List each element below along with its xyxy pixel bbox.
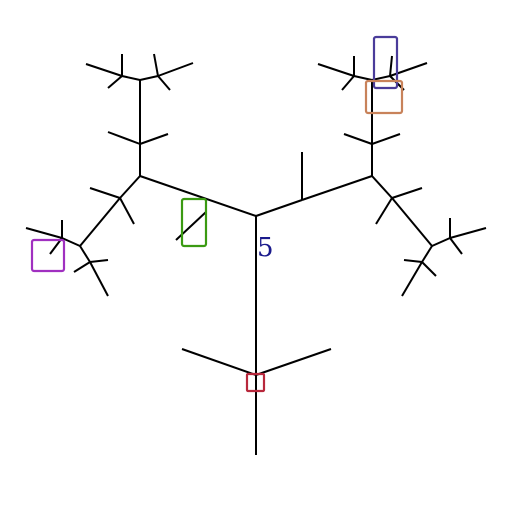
bond-line (421, 245, 433, 263)
bond-line (89, 259, 109, 263)
bond-line (107, 75, 123, 89)
highlight-boxes (30, 35, 404, 393)
bond-line (371, 133, 401, 145)
bond-line (61, 237, 81, 247)
bond-line (449, 237, 463, 255)
bond-line (181, 348, 257, 376)
atom-number-label: 5 (257, 233, 274, 263)
bond-line (255, 348, 332, 376)
bond-line (421, 261, 437, 277)
bond-line (85, 63, 123, 77)
highlight-box-purple (30, 238, 66, 273)
bond-line (301, 175, 373, 201)
bond-line (449, 227, 487, 239)
bond-line (157, 62, 194, 77)
bond-line (153, 53, 159, 77)
bond-line (79, 245, 91, 263)
bond-line (139, 133, 169, 145)
highlight-box-indigo (372, 35, 399, 90)
bond-line (371, 175, 393, 199)
bond-line (375, 197, 393, 225)
bond-line (391, 187, 423, 199)
bond-line (343, 133, 373, 145)
bond-line (255, 199, 303, 217)
bond-line (353, 75, 373, 81)
highlight-box-orange (364, 79, 404, 115)
bond-line (175, 211, 207, 241)
highlight-box-red (245, 372, 266, 393)
bond-line (401, 261, 423, 297)
bond-line (79, 197, 121, 247)
bond-line (139, 175, 257, 217)
bond-line (389, 55, 393, 77)
bond-line (25, 227, 63, 239)
bond-line (139, 75, 159, 81)
bond-lines (25, 53, 487, 455)
bond-line (89, 187, 121, 199)
bond-line (121, 75, 141, 81)
bond-line (341, 75, 355, 91)
bond-line (89, 261, 109, 297)
bond-line (107, 131, 141, 145)
bond-line (73, 261, 91, 273)
bond-line (431, 237, 451, 247)
bond-line (119, 175, 141, 199)
bond-line (317, 63, 355, 77)
bond-line (391, 197, 433, 247)
highlight-box-green (180, 197, 208, 248)
bond-line (157, 75, 171, 91)
bond-line (403, 259, 423, 263)
bond-line (119, 197, 135, 225)
bond-line (389, 62, 428, 77)
